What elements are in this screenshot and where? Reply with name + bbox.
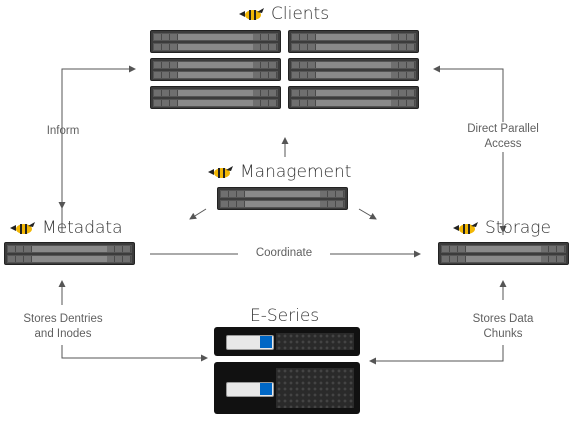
beegfs-bee-icon — [239, 8, 264, 20]
management-server — [217, 187, 348, 210]
edge-management-metadata — [189, 208, 207, 220]
storage-label: Storage — [485, 218, 551, 238]
client-server — [150, 58, 281, 81]
client-server — [288, 86, 419, 109]
beegfs-bee-icon — [10, 222, 35, 234]
beegfs-bee-icon — [453, 222, 478, 234]
client-server — [288, 30, 419, 53]
metadata-server — [4, 242, 135, 265]
client-server — [288, 58, 419, 81]
storage-server — [438, 242, 569, 265]
edge-management-storage — [358, 208, 377, 220]
node-title-management: Management — [208, 162, 351, 182]
management-label: Management — [240, 162, 352, 182]
caption-stores-dentries: Stores Dentries and Inodes — [8, 312, 118, 342]
caption-inform: Inform — [46, 125, 80, 137]
netapp-logo-icon — [260, 336, 272, 348]
edge-inform — [61, 65, 136, 232]
client-server — [150, 86, 281, 109]
clients-label: Clients — [271, 4, 330, 24]
node-title-clients: Clients — [239, 4, 329, 24]
client-server — [150, 30, 281, 53]
node-title-storage: Storage — [453, 218, 551, 238]
node-title-eseries: E-Series — [250, 306, 319, 326]
metadata-label: Metadata — [42, 218, 123, 238]
beegfs-bee-icon — [208, 166, 233, 178]
netapp-logo-icon — [260, 383, 272, 395]
node-title-metadata: Metadata — [10, 218, 123, 238]
caption-stores-data: Stores Data Chunks — [455, 312, 551, 342]
eseries-label: E-Series — [250, 306, 320, 326]
caption-direct-parallel-access: Direct Parallel Access — [450, 122, 556, 152]
eseries-array-bottom — [214, 362, 360, 414]
eseries-array-top — [214, 327, 360, 356]
caption-coordinate: Coordinate — [255, 247, 313, 259]
edge-direct-parallel-access — [433, 65, 504, 235]
